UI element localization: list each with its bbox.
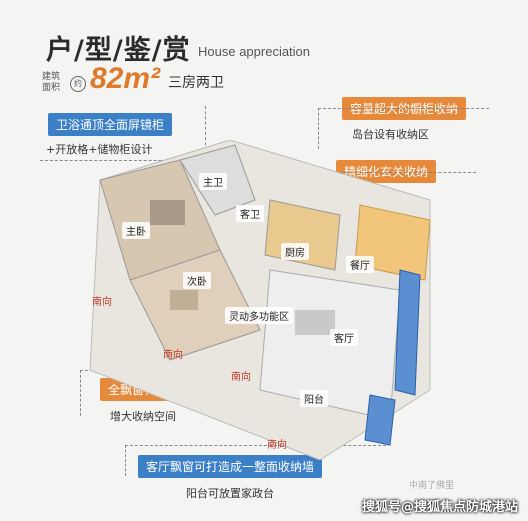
page-title: 户/型/鉴/赏: [46, 35, 191, 66]
about-badge: 约: [70, 76, 86, 92]
south-label: 南向: [267, 440, 287, 451]
label-guest-bath: 客卫: [236, 205, 264, 222]
callout-living-window: 客厅飘窗可打造成一整面收纳墙: [138, 455, 323, 478]
label-flex: 灵动多功能区: [225, 307, 293, 324]
balcony-storage: [364, 394, 396, 446]
south-label: 南向: [92, 297, 112, 308]
bed-master: [150, 200, 185, 225]
sofa: [295, 310, 335, 335]
label-second-bedroom: 次卧: [183, 272, 211, 289]
callout-frame: [318, 108, 489, 149]
callout-balcony-note: 阳台可放置家政台: [186, 487, 274, 500]
callout-cabinet-note: 岛台设有收纳区: [352, 128, 429, 141]
callout-window-note: 增大收纳空间: [110, 410, 176, 423]
area-value: 82m²: [90, 62, 161, 95]
callout-bath-mirror: 卫浴通顶全面屏镜柜: [48, 113, 173, 136]
south-label: 南向: [231, 372, 251, 383]
callout-frame: [125, 445, 386, 476]
callout-frame: [40, 106, 206, 161]
label-living: 客厅: [330, 329, 358, 346]
label-dining: 餐厅: [346, 256, 374, 273]
page-title-en: House appreciation: [198, 44, 311, 59]
window-storage: [394, 269, 421, 396]
callout-bath-note: +开放格+储物柜设计: [46, 143, 153, 156]
room-count: 三房两卫: [168, 75, 224, 91]
label-master-bath: 主卫: [199, 173, 227, 190]
label-balcony: 阳台: [300, 390, 328, 407]
floor-plan: [89, 140, 431, 460]
watermark: 搜狐号@搜狐焦点防城港站: [361, 500, 518, 515]
south-label: 南向: [163, 350, 183, 361]
watermark-small: 中南了佛里: [408, 481, 454, 491]
area-label: 建筑面积: [42, 72, 61, 93]
label-master-bedroom: 主卧: [122, 222, 150, 239]
bed-second: [170, 290, 198, 310]
label-kitchen: 厨房: [281, 243, 309, 260]
